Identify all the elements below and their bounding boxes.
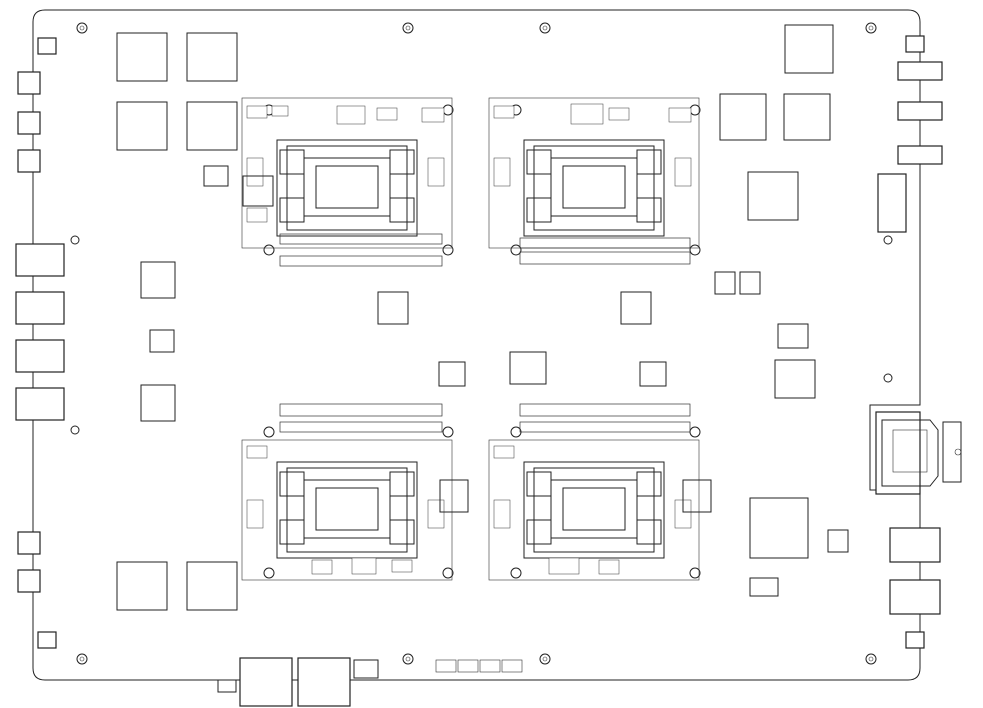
processor-module-top-right <box>488 97 700 249</box>
right-edge-connectors <box>877 35 943 649</box>
board-outline <box>32 9 921 681</box>
left-edge-connectors <box>15 37 65 649</box>
dsub-connector <box>875 411 962 495</box>
center-chips <box>377 291 712 513</box>
mounting-holes <box>70 22 893 665</box>
bottom-edge-connectors <box>217 657 523 707</box>
processor-module-bottom-right <box>488 439 700 581</box>
left-column-chips <box>116 32 274 611</box>
right-column-chips <box>714 24 849 597</box>
component-row-lower-right <box>519 403 691 433</box>
processor-module-bottom-left <box>241 439 453 581</box>
processor-module-top-left <box>241 97 453 249</box>
component-row-upper-right <box>519 237 691 265</box>
component-row-upper-left <box>279 233 443 267</box>
component-row-lower-left <box>279 403 443 433</box>
